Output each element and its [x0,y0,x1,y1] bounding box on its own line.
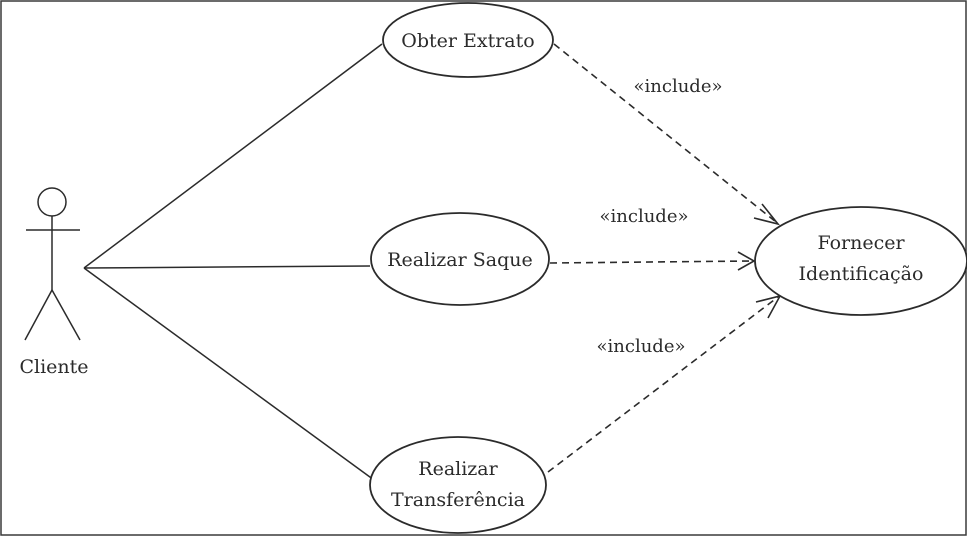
include-label-obter: «include» [634,76,723,97]
actor-label: Cliente [19,356,88,378]
include-line-transf [547,296,779,473]
use-case-label-line-2: Transferência [391,489,525,511]
use-case-label: Realizar Saque [387,249,532,271]
actor-right-leg [51,289,81,341]
include-arrowhead-obter [753,203,781,226]
use-case-ellipse [369,436,547,534]
use-case-obter-extrato: Obter Extrato [382,2,554,78]
include-line-saque [549,260,753,264]
include-arrowhead-transf [755,294,782,319]
association-obter-extrato [83,43,383,269]
actor-head [37,187,67,217]
include-line-obter [553,43,777,223]
include-arrowhead-saque [737,251,756,271]
actor-left-leg [24,289,53,341]
use-case-ellipse [754,206,967,316]
use-case-ellipse [382,2,554,78]
association-realizar-transferencia [83,267,375,481]
use-case-label-line-1: Fornecer [817,232,905,254]
use-case-label-line-2: Identificação [799,263,924,285]
association-realizar-saque [83,265,371,269]
include-label-transf: «include» [597,336,686,357]
use-case-realizar-transferencia: Realizar Transferência [369,436,547,534]
use-case-fornecer-identificacao: Fornecer Identificação [754,206,967,316]
use-case-ellipse [370,212,550,306]
use-case-label-line-1: Realizar [418,458,498,480]
actor-cliente: Cliente [19,187,89,378]
include-label-saque: «include» [600,206,689,227]
use-case-label: Obter Extrato [401,30,534,52]
use-case-realizar-saque: Realizar Saque [370,212,550,306]
